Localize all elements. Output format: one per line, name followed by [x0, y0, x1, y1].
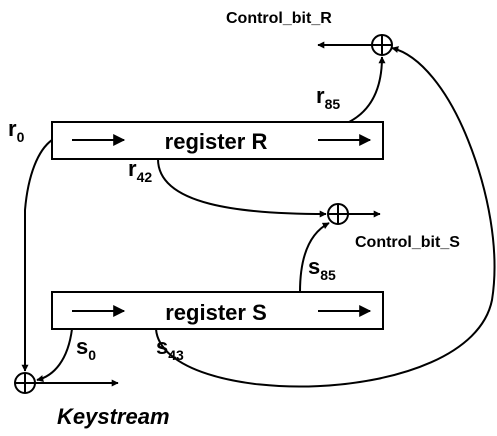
control-bit-s-label: Control_bit_S [355, 234, 460, 251]
tap-label-r0: r0 [8, 116, 25, 145]
xor-r-node [371, 34, 393, 56]
tap-label-s43: s43 [156, 334, 184, 363]
tap-label-s0: s0 [76, 334, 96, 363]
register-s: register S [51, 291, 384, 330]
wire-s0-to-xor-keystream [36, 328, 73, 382]
tap-label-r42: r42 [128, 156, 152, 185]
control-bit-r-label: Control_bit_R [226, 10, 332, 27]
wire-s43-feedback-to-xor-r [155, 46, 496, 388]
register-r: register R [51, 121, 384, 160]
register-s-label: register S [165, 300, 267, 325]
keystream-label: Keystream [57, 404, 170, 429]
wire-r42-to-xor-s [157, 158, 327, 218]
tap-label-s85: s85 [308, 254, 336, 283]
xor-s-node [327, 203, 349, 225]
wire-r0-to-xor-keystream [21, 139, 53, 372]
xor-keystream-node [14, 372, 36, 394]
wire-s85-to-xor-s [299, 222, 330, 293]
register-r-label: register R [165, 129, 268, 154]
wire-r85-to-xor-r [348, 56, 386, 123]
tap-label-r85: r85 [316, 83, 340, 112]
